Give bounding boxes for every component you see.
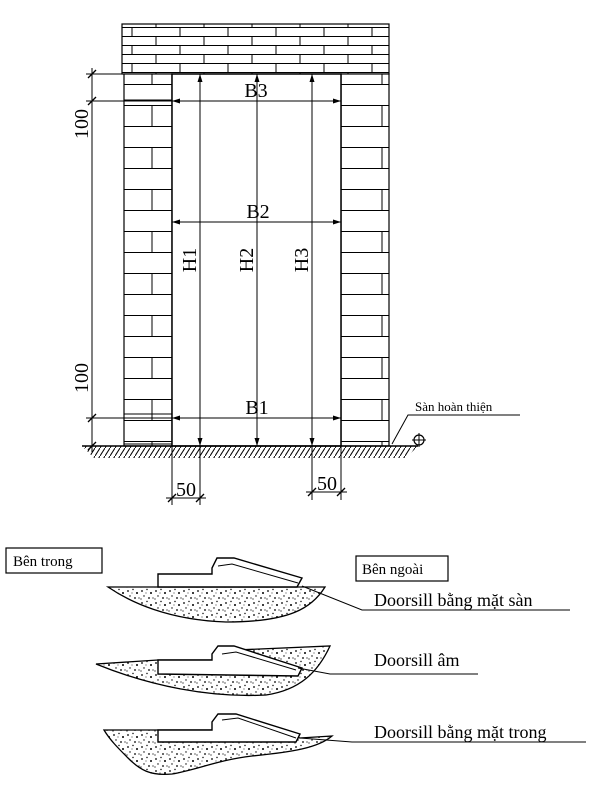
floor-leader (391, 414, 520, 445)
label-b3: B3 (244, 80, 267, 102)
leader-1 (301, 585, 570, 611)
brick-jamb-right (340, 73, 390, 447)
type-3-label: Doorsill bằng mặt trong (374, 722, 546, 742)
label-left-margin: 50 (176, 479, 196, 501)
label-right-margin: 50 (317, 473, 337, 495)
elevation-labels: B3 B2 B1 H1 H2 H3 100 100 50 50 Sàn hoàn… (71, 80, 493, 501)
ground (82, 414, 520, 458)
section-flush-floor: Doorsill bằng mặt sàn (105, 557, 570, 623)
label-top-offset: 100 (71, 109, 93, 139)
sill-profile-1 (157, 557, 304, 588)
leader-3 (299, 737, 586, 743)
brick-jamb-left (123, 73, 173, 447)
slab-1 (105, 586, 327, 623)
label-h3: H3 (291, 248, 313, 272)
label-h2: H2 (236, 248, 258, 272)
label-b2: B2 (246, 201, 269, 223)
section-tags: Bên trong Bên ngoài (5, 547, 449, 582)
measure-lines (86, 68, 347, 505)
inside-tag (5, 547, 103, 574)
leader-2 (297, 667, 478, 675)
ground-hatch (82, 446, 418, 458)
type-2-label: Doorsill âm (374, 650, 460, 670)
label-h1: H1 (179, 248, 201, 272)
tick-marks (87, 69, 346, 503)
section-flush-interior: Doorsill bằng mặt trong (102, 713, 586, 776)
type-1-label: Doorsill bằng mặt sàn (374, 590, 532, 610)
outside-label: Bên ngoài (362, 562, 423, 578)
brick-lintel (121, 23, 390, 75)
inside-label: Bên trong (13, 554, 73, 570)
left-bottom-block (123, 413, 173, 445)
sill-profile-2 (157, 645, 303, 677)
section-recessed: Doorsill âm (95, 645, 478, 697)
arrowheads (172, 74, 341, 446)
outside-tag (355, 555, 449, 582)
label-bottom-offset: 100 (71, 363, 93, 393)
label-b1: B1 (245, 397, 268, 419)
sill-profile-3 (157, 713, 301, 743)
label-floor-note: Sàn hoàn thiện (415, 399, 493, 414)
